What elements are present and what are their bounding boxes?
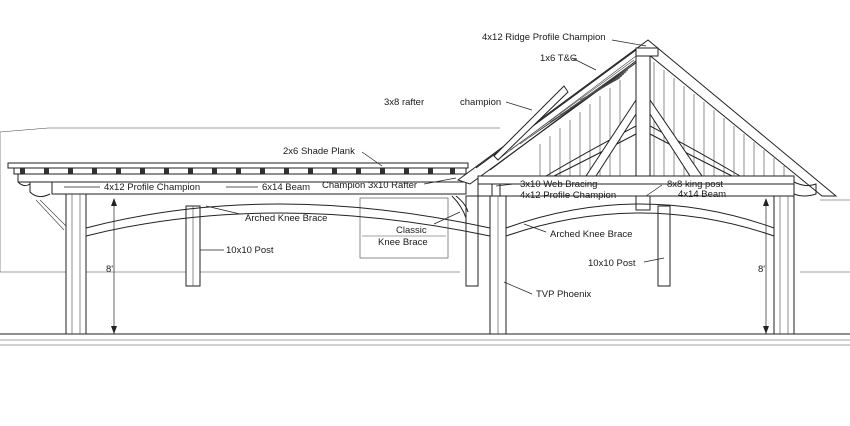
label-web-bracing: 3x10 Web Bracing [520, 179, 597, 190]
label-rafter-3x8: 3x8 rafter [384, 97, 424, 108]
label-arched-knee-right: Arched Knee Brace [550, 229, 632, 240]
label-post-left: 10x10 Post [226, 245, 274, 256]
beam-6x14 [51, 181, 467, 195]
post-left-inner [185, 205, 201, 287]
ridge-profile [635, 47, 659, 57]
rafter-3x8 [493, 85, 569, 161]
post-right-outer [773, 195, 795, 335]
label-champion-rafter: Champion 3x10 Rafter [322, 180, 417, 191]
label-shade-plank: 2x6 Shade Plank [283, 146, 355, 157]
label-classic-knee-2: Knee Brace [378, 237, 428, 248]
classic-knee-brace [451, 195, 469, 219]
shade-plank-top [7, 162, 469, 169]
leader-lines [64, 39, 665, 295]
label-height-left: 8' [106, 264, 113, 275]
label-profile-champion-left: 4x12 Profile Champion [104, 182, 200, 193]
web-bracing [545, 98, 741, 177]
label-beam-6x14: 6x14 Beam [262, 182, 310, 193]
label-beam-4x14: 4x14 Beam [678, 189, 726, 200]
labels: 4x12 Ridge Profile Champion 1x6 T&G 3x8 … [104, 32, 765, 300]
label-classic-knee-1: Classic [396, 225, 427, 236]
arched-knee-brace-left [85, 203, 491, 237]
post-right-inner [657, 205, 671, 287]
label-tvp-phoenix: TVP Phoenix [536, 289, 592, 300]
arched-knee-brace-right [505, 203, 775, 237]
background-building [0, 127, 850, 273]
label-arched-knee-left: Arched Knee Brace [245, 213, 327, 224]
shade-plank-blocks [20, 168, 455, 174]
label-king-post: 8x8 king post [667, 179, 723, 190]
label-champion: champion [460, 97, 501, 108]
label-post-right: 10x10 Post [588, 258, 636, 269]
gable-roof [456, 39, 838, 211]
label-tg: 1x6 T&G [540, 53, 577, 64]
height-dimension-left [111, 198, 117, 334]
label-height-right: 8' [758, 264, 765, 275]
post-center [465, 195, 479, 287]
label-profile-champion-right: 4x12 Profile Champion [520, 190, 616, 201]
label-ridge-profile: 4x12 Ridge Profile Champion [482, 32, 606, 43]
post-left-outer [65, 193, 87, 335]
pergola-roof [7, 162, 469, 231]
height-dimension-right [763, 198, 769, 334]
ground-line [0, 333, 850, 346]
tg-boards [539, 62, 785, 176]
post-tvp-phoenix [489, 195, 507, 335]
